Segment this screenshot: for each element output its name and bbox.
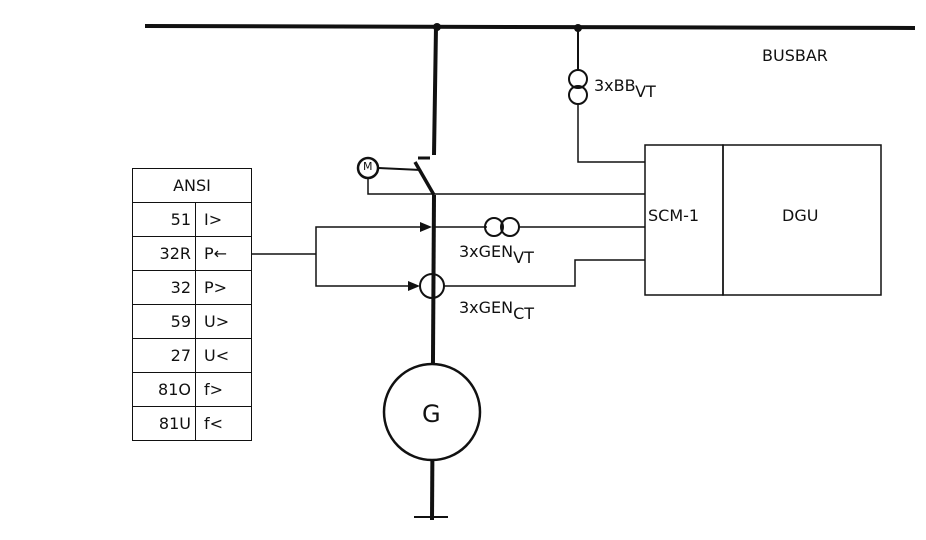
bb-vt-coil-top xyxy=(568,69,588,89)
arrow-vt-tap xyxy=(420,222,432,232)
bb-vt-label-prefix: 3xBB xyxy=(594,76,636,95)
feeder-upper xyxy=(432,26,438,156)
ansi-function: P> xyxy=(195,270,252,305)
ansi-code: 51 xyxy=(132,202,196,237)
gen-ct-label-sub: CT xyxy=(513,304,535,323)
feeder-lower xyxy=(430,194,436,521)
dgu-box xyxy=(722,144,882,296)
scm-label: SCM-1 xyxy=(648,206,700,225)
motor-label: M xyxy=(363,160,373,173)
ansi-ct-tap xyxy=(315,254,408,287)
ansi-header-row: ANSI xyxy=(132,168,252,203)
motor-link xyxy=(377,167,422,171)
ansi-row: 27 U< xyxy=(132,338,252,373)
arrow-ct-tap xyxy=(408,281,420,291)
ansi-row: 81U f< xyxy=(132,406,252,441)
generator-label: G xyxy=(422,400,441,428)
gen-ct-wire xyxy=(444,259,645,287)
ansi-row: 81O f> xyxy=(132,372,252,407)
ansi-row: 59 U> xyxy=(132,304,252,339)
ansi-row: 32 P> xyxy=(132,270,252,305)
breaker-feedback-wire xyxy=(367,178,645,195)
ansi-code: 27 xyxy=(132,338,196,373)
ansi-function: U> xyxy=(195,304,252,339)
ansi-row: 32R P← xyxy=(132,236,252,271)
ansi-header: ANSI xyxy=(132,168,252,203)
gen-vt-label: 3xGENVT xyxy=(459,242,534,267)
ansi-code: 32 xyxy=(132,270,196,305)
ansi-function: I> xyxy=(195,202,252,237)
ansi-function: P← xyxy=(195,236,252,271)
bb-vt-label-sub: VT xyxy=(635,82,656,101)
ansi-code: 81U xyxy=(132,406,196,441)
ansi-code: 81O xyxy=(132,372,196,407)
dgu-label: DGU xyxy=(782,206,819,225)
ansi-function-table: ANSI 51 I> 32R P← 32 P> 59 U> 27 U< 81O … xyxy=(132,168,252,441)
ansi-function: f> xyxy=(195,372,252,407)
breaker-blade xyxy=(413,161,436,196)
ansi-function: U< xyxy=(195,338,252,373)
gen-ct-label: 3xGENCT xyxy=(459,298,534,323)
bb-vt-label: 3xBBVT xyxy=(594,76,656,101)
busbar-label: BUSBAR xyxy=(762,46,828,65)
ansi-row: 51 I> xyxy=(132,202,252,237)
ansi-function: f< xyxy=(195,406,252,441)
gen-ct-label-prefix: 3xGEN xyxy=(459,298,514,317)
ansi-code: 59 xyxy=(132,304,196,339)
bb-vt-wire xyxy=(577,104,645,163)
generator-symbol xyxy=(382,362,482,462)
gen-vt-coil-left xyxy=(484,217,504,237)
ansi-code: 32R xyxy=(132,236,196,271)
gen-vt-label-sub: VT xyxy=(513,248,534,267)
ansi-vt-tap xyxy=(315,226,420,254)
gen-vt-label-prefix: 3xGEN xyxy=(459,242,514,261)
busbar-line xyxy=(144,24,916,30)
